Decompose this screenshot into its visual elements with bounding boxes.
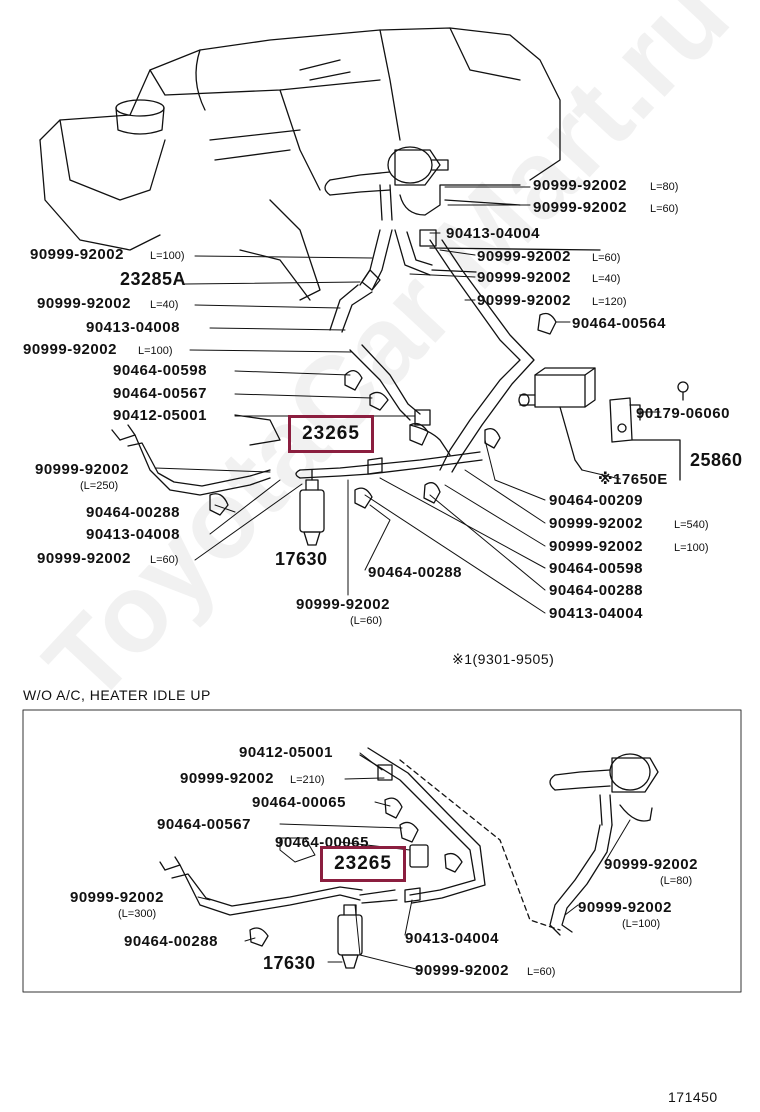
upper-label-s: 90999-92002 bbox=[35, 461, 129, 478]
upper-label-z: 90464-00209 bbox=[549, 492, 643, 509]
lower-section-title: W/O A/C, HEATER IDLE UP bbox=[23, 687, 211, 703]
upper-hoses bbox=[111, 184, 601, 496]
upper-leader-lines bbox=[154, 186, 661, 614]
lower-leader-lines bbox=[197, 752, 631, 971]
upper-label-u: 90413-04008 bbox=[86, 526, 180, 543]
upper-label-ab: 90999-92002 bbox=[549, 538, 643, 555]
lower-label-l: 90999-92002 bbox=[578, 899, 672, 916]
lower-label-f-length: (L=300) bbox=[118, 908, 157, 920]
upper-label-h: 90179-06060 bbox=[636, 405, 730, 422]
lower-section-frame bbox=[22, 709, 742, 993]
upper-label-i: 25860 bbox=[690, 450, 743, 470]
lower-label-l-length: (L=100) bbox=[622, 918, 661, 930]
upper-label-f-length: L=120) bbox=[592, 296, 627, 308]
upper-label-c: 90413-04004 bbox=[446, 225, 540, 242]
upper-label-m-length: L=40) bbox=[150, 299, 179, 311]
upper-label-w: 17630 bbox=[275, 549, 328, 569]
lower-highlight-box[interactable]: 23265 bbox=[320, 846, 406, 882]
upper-label-y: 90999-92002 bbox=[296, 596, 390, 613]
lower-label-k: 90999-92002 bbox=[604, 856, 698, 873]
lower-label-c: 90464-00065 bbox=[252, 794, 346, 811]
lower-highlight-part: 23265 bbox=[334, 853, 392, 874]
upper-label-ad: 90464-00288 bbox=[549, 582, 643, 599]
upper-label-r: 90412-05001 bbox=[113, 407, 207, 424]
upper-label-ac: 90464-00598 bbox=[549, 560, 643, 577]
upper-label-k-length: L=100) bbox=[150, 250, 185, 262]
lower-label-d: 90464-00567 bbox=[157, 816, 251, 833]
lower-label-j-length: L=60) bbox=[527, 966, 556, 978]
upper-vsv-17650e bbox=[518, 367, 596, 471]
upper-label-e: 90999-92002 bbox=[477, 269, 571, 286]
upper-label-j: ※17650E bbox=[598, 471, 668, 488]
upper-label-n: 90413-04008 bbox=[86, 319, 180, 336]
upper-label-e-length: L=40) bbox=[592, 273, 621, 285]
upper-label-d-length: L=60) bbox=[592, 252, 621, 264]
upper-label-p: 90464-00598 bbox=[113, 362, 207, 379]
lower-detail-outline bbox=[279, 837, 316, 863]
upper-label-ab-length: L=100) bbox=[674, 542, 709, 554]
upper-label-a: 90999-92002 bbox=[533, 177, 627, 194]
upper-label-aa-length: L=540) bbox=[674, 519, 709, 531]
upper-label-g: 90464-00564 bbox=[572, 315, 666, 332]
lower-hoses bbox=[159, 747, 561, 931]
lower-label-j: 90999-92002 bbox=[415, 962, 509, 979]
upper-note: ※1(9301-9505) bbox=[452, 651, 555, 667]
upper-label-o: 90999-92002 bbox=[23, 341, 117, 358]
upper-label-q: 90464-00567 bbox=[113, 385, 207, 402]
upper-label-f: 90999-92002 bbox=[477, 292, 571, 309]
lower-label-h: 17630 bbox=[263, 953, 316, 973]
upper-label-v: 90999-92002 bbox=[37, 550, 131, 567]
upper-label-a-length: L=80) bbox=[650, 181, 679, 193]
engine-outline bbox=[39, 27, 561, 446]
lower-label-b: 90999-92002 bbox=[180, 770, 274, 787]
lower-label-a: 90412-05001 bbox=[239, 744, 333, 761]
upper-fittings bbox=[209, 229, 557, 516]
upper-label-x: 90464-00288 bbox=[368, 564, 462, 581]
upper-label-t: 90464-00288 bbox=[86, 504, 180, 521]
lower-fittings bbox=[249, 764, 463, 947]
lower-label-b-length: L=210) bbox=[290, 774, 325, 786]
upper-label-k: 90999-92002 bbox=[30, 246, 124, 263]
upper-label-aa: 90999-92002 bbox=[549, 515, 643, 532]
upper-label-b: 90999-92002 bbox=[533, 199, 627, 216]
upper-label-l: 23285A bbox=[120, 269, 187, 289]
lower-label-g: 90464-00288 bbox=[124, 933, 218, 950]
upper-label-s-length: (L=250) bbox=[80, 480, 119, 492]
upper-vsv-valve bbox=[324, 146, 449, 221]
upper-highlight-part: 23265 bbox=[302, 423, 360, 444]
upper-label-v-length: L=60) bbox=[150, 554, 179, 566]
upper-label-m: 90999-92002 bbox=[37, 295, 131, 312]
upper-label-o-length: L=100) bbox=[138, 345, 173, 357]
upper-filter-17630 bbox=[299, 469, 325, 546]
upper-label-d: 90999-92002 bbox=[477, 248, 571, 265]
footer-code: 171450 bbox=[668, 1089, 718, 1105]
lower-label-k-length: (L=80) bbox=[660, 875, 693, 887]
lower-label-f: 90999-92002 bbox=[70, 889, 164, 906]
upper-label-b-length: L=60) bbox=[650, 203, 679, 215]
upper-highlight-box[interactable]: 23265 bbox=[288, 415, 374, 453]
upper-label-y-length: (L=60) bbox=[350, 615, 383, 627]
upper-label-ae: 90413-04004 bbox=[549, 605, 643, 622]
upper-bracket-25860 bbox=[609, 381, 689, 481]
lower-label-i: 90413-04004 bbox=[405, 930, 499, 947]
